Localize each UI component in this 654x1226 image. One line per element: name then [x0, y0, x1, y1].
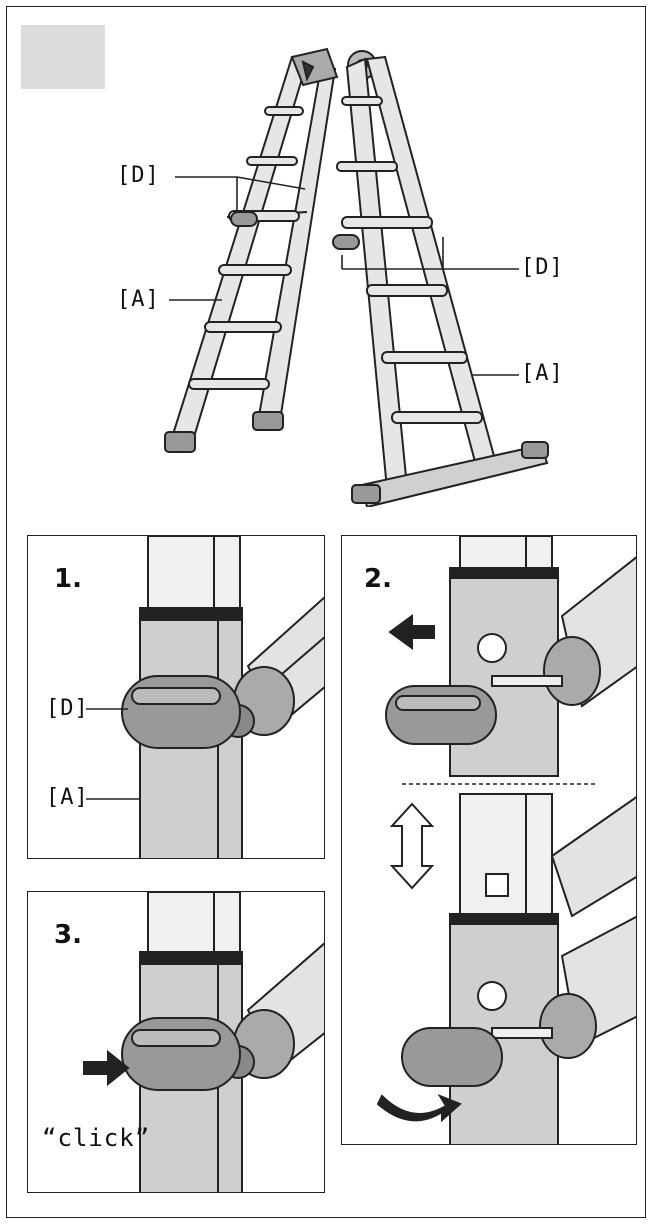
label-d-right: [D]: [521, 255, 564, 280]
label-a-right: [A]: [521, 361, 564, 386]
panel-step-3: 3. “click”: [27, 891, 325, 1193]
placeholder-box: [21, 25, 105, 89]
ladder-illustration: [164, 47, 549, 507]
step-number-2: 2.: [364, 564, 392, 594]
label-a-panel1: [A]: [46, 785, 89, 810]
label-a-left: [A]: [117, 287, 160, 312]
label-d-left: [D]: [117, 163, 160, 188]
figure-frame: [D] [A] [D] [A] 1. [D]: [6, 6, 646, 1218]
label-d-panel1: [D]: [46, 696, 89, 721]
panel-step-2: 2.: [341, 535, 637, 1145]
click-caption: “click”: [42, 1124, 151, 1152]
step-number-3: 3.: [54, 920, 82, 950]
step-number-1: 1.: [54, 564, 82, 594]
panel-step-1: 1. [D] [A]: [27, 535, 325, 859]
